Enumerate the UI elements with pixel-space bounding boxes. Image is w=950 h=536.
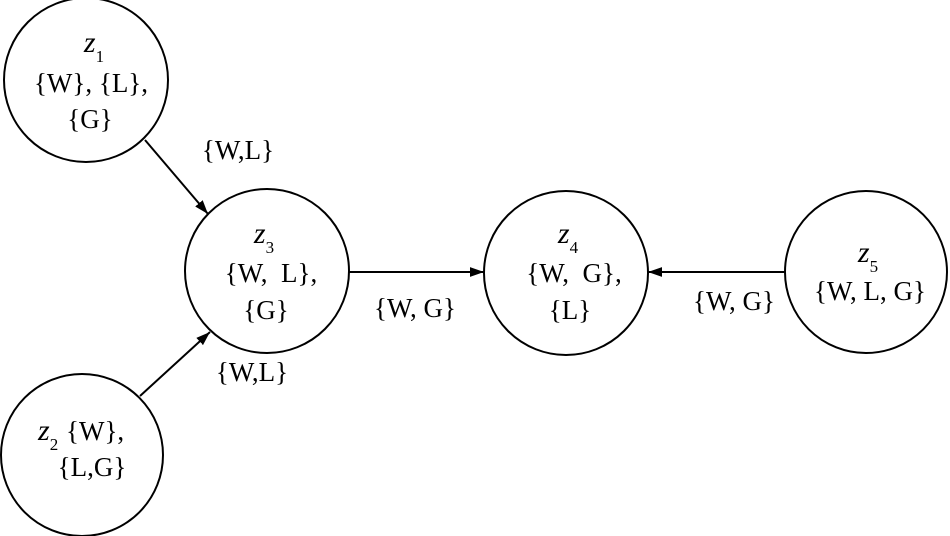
node-z3-var: z xyxy=(253,217,266,250)
node-z4-line1: {W, G}, xyxy=(526,258,621,288)
node-z4-title: z4 xyxy=(557,217,579,257)
node-z3-title: z3 xyxy=(253,217,274,257)
edge-z1-z3 xyxy=(144,139,209,215)
node-z3-line2: {G} xyxy=(243,295,288,325)
node-z1-circle xyxy=(3,0,169,163)
edge-label-z3-z4: {W, G} xyxy=(374,293,456,323)
edge-z1-z3-line xyxy=(144,139,209,215)
node-z5: z5 {W, L, G} xyxy=(784,190,948,354)
node-z2-line1: {W}, xyxy=(66,416,124,446)
node-z2-sub: 2 xyxy=(50,435,59,454)
node-z2-title: z2 xyxy=(37,414,58,454)
node-z2-circle xyxy=(0,373,164,536)
node-z2: z2 {W}, {L,G} xyxy=(0,373,164,536)
node-z2-var: z xyxy=(37,414,50,447)
edge-z2-z3 xyxy=(139,331,211,397)
node-z1-line2: {G} xyxy=(67,104,112,134)
node-z5-var: z xyxy=(857,236,870,269)
node-z1-sub: 1 xyxy=(96,47,105,66)
node-z4: z4 {W, G}, {L} xyxy=(483,190,649,356)
node-z1-var: z xyxy=(83,26,96,59)
node-z4-sub: 4 xyxy=(570,238,579,257)
node-z1: z1 {W}, {L}, {G} xyxy=(3,0,169,163)
edge-label-z5-z4: {W, G} xyxy=(693,286,775,316)
node-z1-title: z1 xyxy=(83,26,104,66)
node-z4-var: z xyxy=(557,217,570,250)
node-z5-title: z5 xyxy=(857,236,878,276)
node-z2-line2: {L,G} xyxy=(58,452,127,482)
node-z5-circle xyxy=(784,190,948,354)
node-z3-sub: 3 xyxy=(266,238,275,257)
node-z3: z3 {W, L}, {G} xyxy=(184,188,350,354)
node-z3-circle xyxy=(184,188,350,354)
node-z5-sub: 5 xyxy=(870,257,879,276)
edge-z2-z3-line xyxy=(139,331,211,397)
edge-label-z2-z3: {W,L} xyxy=(216,357,288,387)
node-z4-line2: {L} xyxy=(549,295,591,325)
node-z4-circle xyxy=(483,190,649,356)
node-z5-line1: {W, L, G} xyxy=(814,276,926,306)
node-z1-line1: {W}, {L}, xyxy=(34,68,148,98)
node-z3-line1: {W, L}, xyxy=(225,258,317,288)
edge-label-z1-z3: {W,L} xyxy=(202,135,274,165)
